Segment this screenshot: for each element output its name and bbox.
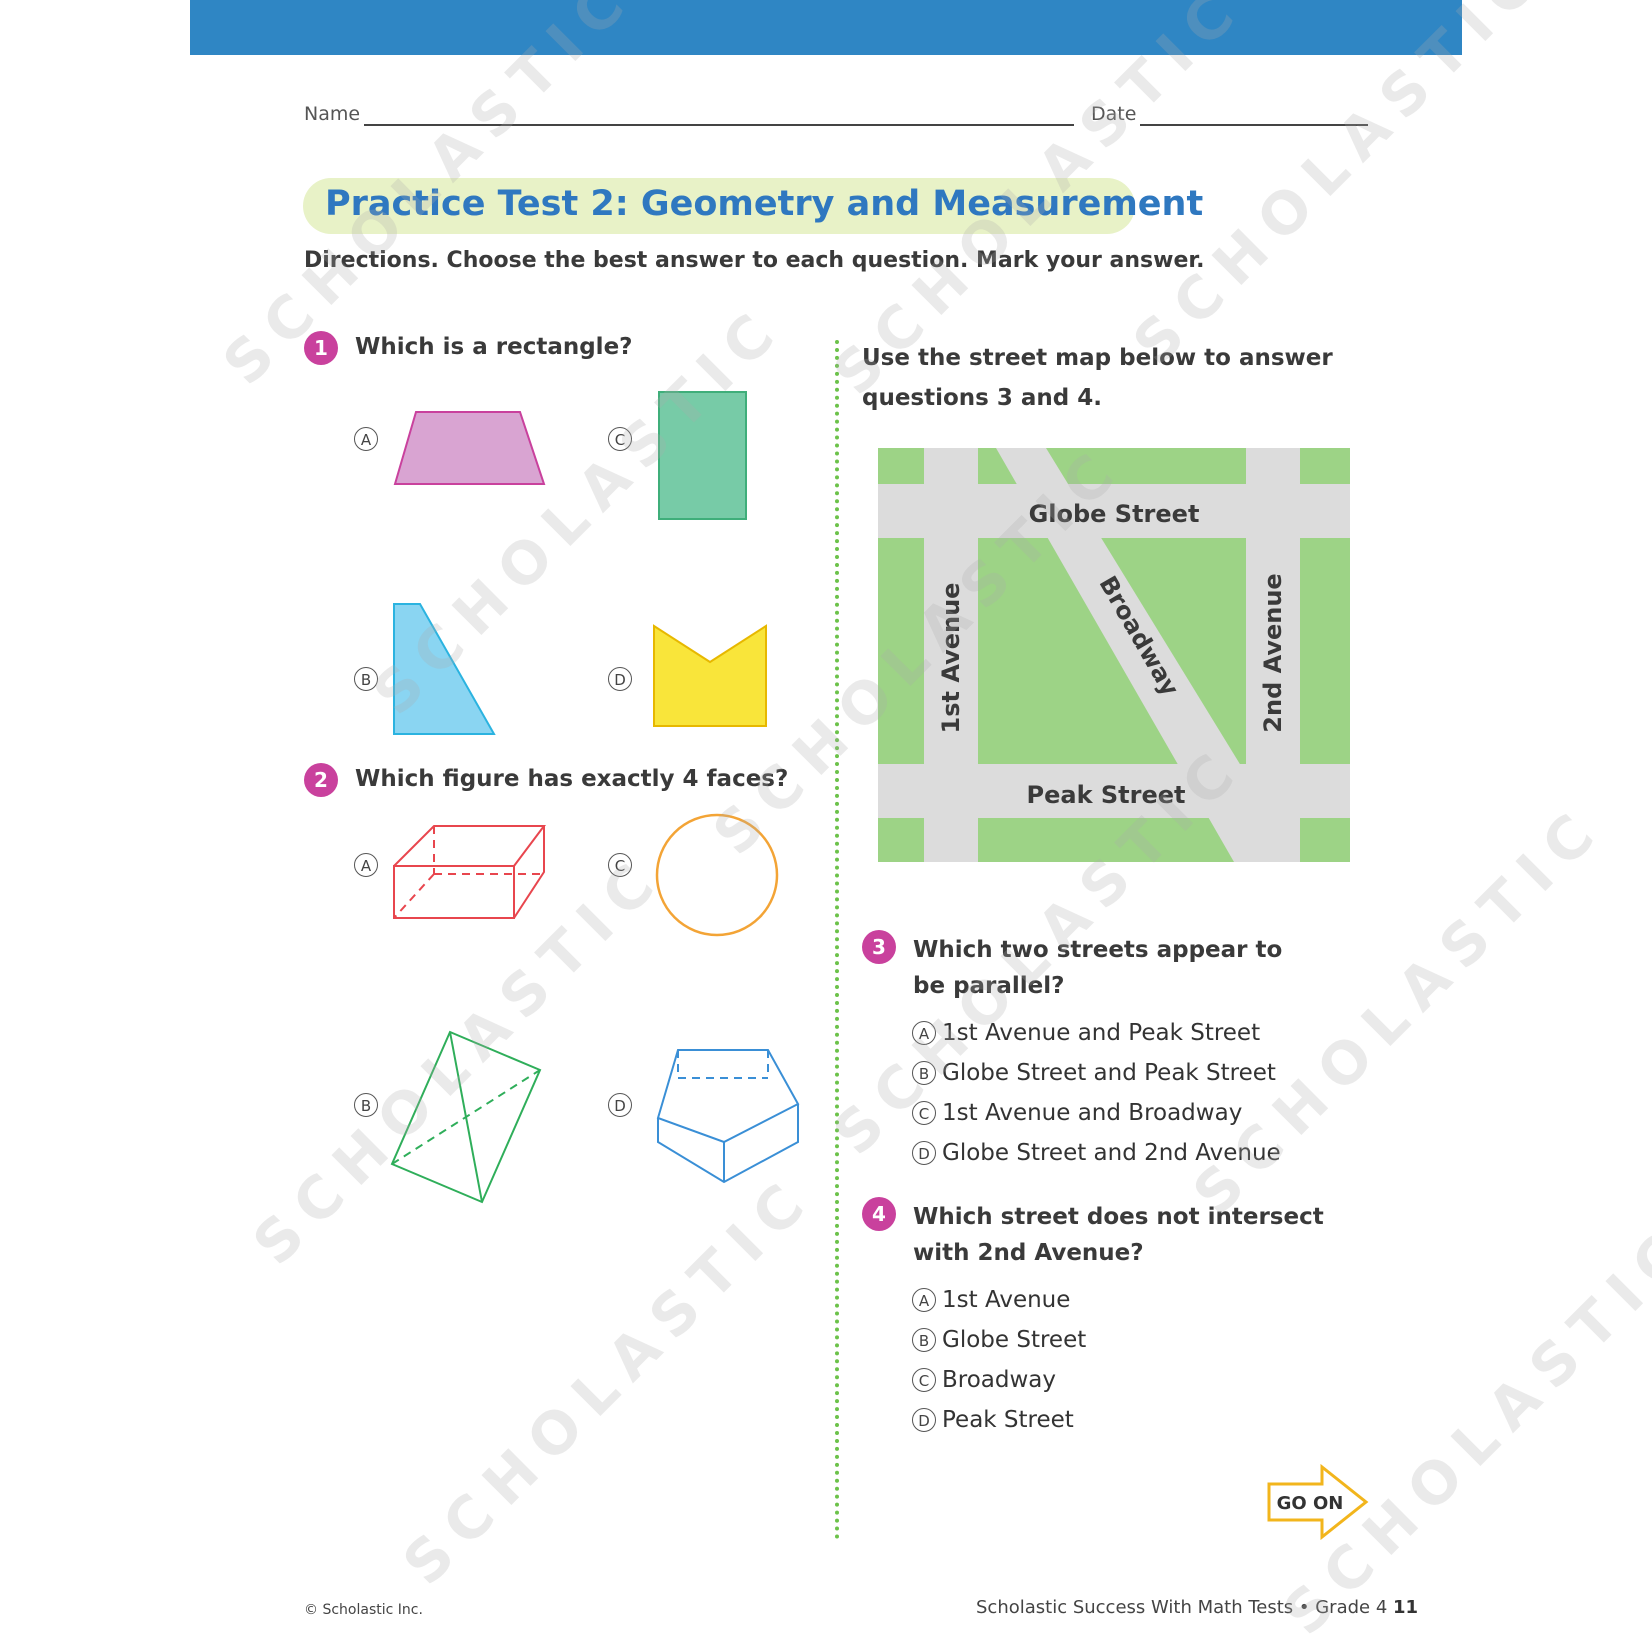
notched-shape-icon bbox=[653, 624, 767, 727]
question-1-text: Which is a rectangle? bbox=[355, 334, 633, 360]
q4-choice-a-text: 1st Avenue bbox=[942, 1287, 1071, 1313]
rectangular-prism-icon bbox=[393, 825, 546, 919]
question-4-badge: 4 bbox=[862, 1197, 896, 1231]
page-number: 11 bbox=[1393, 1597, 1419, 1618]
q3-choice-d-bubble[interactable]: D bbox=[912, 1141, 936, 1165]
go-on-label: GO ON bbox=[1277, 1493, 1344, 1514]
globe-street-label: Globe Street bbox=[1029, 500, 1200, 528]
book-title: Scholastic Success With Math Tests • Gra… bbox=[976, 1597, 1388, 1618]
q3-choice-c-text: 1st Avenue and Broadway bbox=[942, 1100, 1243, 1126]
q3-choice-a-text: 1st Avenue and Peak Street bbox=[942, 1020, 1261, 1046]
q2-option-a[interactable]: A bbox=[354, 853, 378, 877]
date-label: Date bbox=[1091, 103, 1137, 125]
question-2-badge: 2 bbox=[304, 763, 338, 797]
copyright: © Scholastic Inc. bbox=[304, 1602, 423, 1618]
q3-choice-a-bubble[interactable]: A bbox=[912, 1021, 936, 1045]
q2-option-d[interactable]: D bbox=[608, 1093, 632, 1117]
right-trapezoid-icon bbox=[393, 603, 496, 735]
q1-option-b[interactable]: B bbox=[354, 667, 378, 691]
question-4-line-1: Which street does not intersect bbox=[913, 1204, 1324, 1230]
q4-choice-d-bubble[interactable]: D bbox=[912, 1408, 936, 1432]
title-background bbox=[303, 178, 1135, 234]
q1-option-c[interactable]: C bbox=[608, 427, 632, 451]
header-bar bbox=[190, 0, 1462, 55]
question-3-badge: 3 bbox=[862, 930, 896, 964]
q3-choice-b-bubble[interactable]: B bbox=[912, 1061, 936, 1085]
sphere-icon bbox=[655, 813, 779, 937]
q1-option-d[interactable]: D bbox=[608, 667, 632, 691]
q3-choice-d-text: Globe Street and 2nd Avenue bbox=[942, 1140, 1281, 1166]
column-divider bbox=[835, 340, 839, 1540]
q4-choice-a-bubble[interactable]: A bbox=[912, 1288, 936, 1312]
pentagonal-prism-icon bbox=[656, 1049, 800, 1184]
question-2-text: Which figure has exactly 4 faces? bbox=[355, 766, 789, 792]
2nd-avenue-label: 2nd Avenue bbox=[1259, 573, 1287, 732]
question-3-text: Which two streets appear to be parallel? bbox=[913, 932, 1282, 1004]
q3-choice-c-bubble[interactable]: C bbox=[912, 1101, 936, 1125]
question-4-line-2: with 2nd Avenue? bbox=[913, 1240, 1144, 1266]
watermark: SCHOLASTIC bbox=[390, 1161, 827, 1599]
street-map: Globe Street Peak Street 1st Avenue 2nd … bbox=[878, 448, 1350, 862]
q4-choice-c-bubble[interactable]: C bbox=[912, 1368, 936, 1392]
q4-choice-b-text: Globe Street bbox=[942, 1327, 1087, 1353]
name-label: Name bbox=[304, 103, 361, 125]
map-intro-line-1: Use the street map below to answer bbox=[862, 345, 1333, 371]
page-title: Practice Test 2: Geometry and Measuremen… bbox=[325, 184, 1204, 224]
question-3-line-1: Which two streets appear to bbox=[913, 937, 1283, 963]
question-1-badge: 1 bbox=[304, 331, 338, 365]
watermark: SCHOLASTIC bbox=[1270, 1211, 1652, 1649]
name-field[interactable] bbox=[364, 124, 1074, 126]
directions: Directions. Choose the best answer to ea… bbox=[304, 248, 1205, 273]
trapezoid-icon bbox=[393, 411, 546, 485]
date-field[interactable] bbox=[1140, 124, 1368, 126]
triangular-pyramid-icon bbox=[390, 1030, 542, 1204]
rectangle-icon bbox=[658, 391, 747, 520]
q3-choice-b-text: Globe Street and Peak Street bbox=[942, 1060, 1276, 1086]
map-intro: Use the street map below to answer quest… bbox=[862, 338, 1333, 418]
map-intro-line-2: questions 3 and 4. bbox=[862, 385, 1102, 411]
peak-street-label: Peak Street bbox=[1027, 781, 1186, 809]
q4-choice-c-text: Broadway bbox=[942, 1367, 1057, 1393]
q4-choice-d-text: Peak Street bbox=[942, 1407, 1074, 1433]
q4-choice-b-bubble[interactable]: B bbox=[912, 1328, 936, 1352]
q2-option-c[interactable]: C bbox=[608, 853, 632, 877]
go-on-arrow-icon: GO ON bbox=[1267, 1464, 1369, 1540]
1st-avenue-label: 1st Avenue bbox=[937, 583, 965, 734]
question-3-line-2: be parallel? bbox=[913, 973, 1065, 999]
q1-option-a[interactable]: A bbox=[354, 427, 378, 451]
q2-option-b[interactable]: B bbox=[354, 1093, 378, 1117]
question-4-text: Which street does not intersect with 2nd… bbox=[913, 1199, 1324, 1271]
